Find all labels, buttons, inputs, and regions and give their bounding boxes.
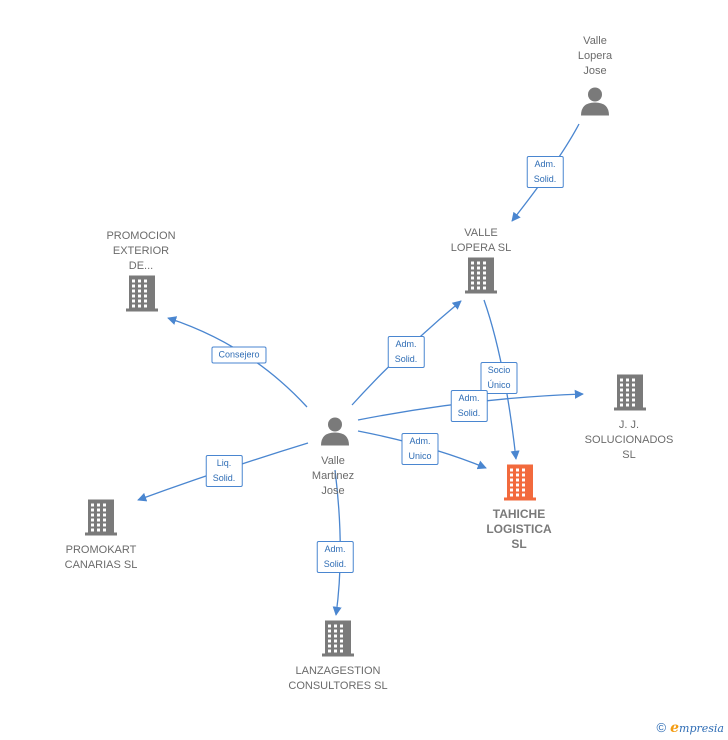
node-label-jj-solucionados[interactable]: J. J. SOLUCIONADOS SL (584, 419, 674, 461)
node-label-valle-lopera-sl[interactable]: VALLE LOPERA SL (450, 227, 512, 254)
node-label-promokart-canarias[interactable]: PROMOKART CANARIAS SL (64, 544, 138, 571)
person-icon-valle-martinez-jose[interactable] (320, 416, 350, 451)
node-label-valle-lopera-jose[interactable]: Valle Lopera Jose (577, 35, 613, 77)
relation-label[interactable]: Adm. Solid. (450, 390, 488, 422)
building-icon-tahiche-logistica[interactable] (504, 464, 536, 506)
building-icon-promokart-canarias[interactable] (85, 499, 117, 541)
node-label-valle-martinez-jose[interactable]: Valle Martinez Jose (311, 455, 355, 497)
relation-label[interactable]: Adm. Solid. (316, 541, 354, 573)
relation-label[interactable]: Consejero (211, 346, 267, 364)
building-icon-lanzagestion[interactable] (322, 620, 354, 662)
person-icon-valle-lopera-jose[interactable] (580, 86, 610, 121)
node-label-promocion-exterior[interactable]: PROMOCION EXTERIOR DE... (106, 230, 176, 272)
node-label-lanzagestion[interactable]: LANZAGESTION CONSULTORES SL (288, 665, 388, 692)
relation-label[interactable]: Adm. Solid. (387, 336, 425, 368)
building-icon-valle-lopera-sl[interactable] (465, 257, 497, 299)
brand-initial: e (670, 720, 680, 736)
copyright-symbol: © (656, 720, 667, 735)
relation-label[interactable]: Adm. Unico (401, 433, 439, 465)
footer-brand[interactable]: ©empresia (657, 720, 724, 736)
node-label-tahiche-logistica[interactable]: TAHICHE LOGISTICA SL (486, 507, 552, 551)
relation-label[interactable]: Adm. Solid. (526, 156, 564, 188)
relation-label[interactable]: Liq. Solid. (205, 455, 243, 487)
brand-name: mpresia (679, 722, 724, 735)
relation-label[interactable]: Socio Único (480, 362, 518, 394)
building-icon-promocion-exterior[interactable] (126, 275, 158, 317)
building-icon-jj-solucionados[interactable] (614, 374, 646, 416)
